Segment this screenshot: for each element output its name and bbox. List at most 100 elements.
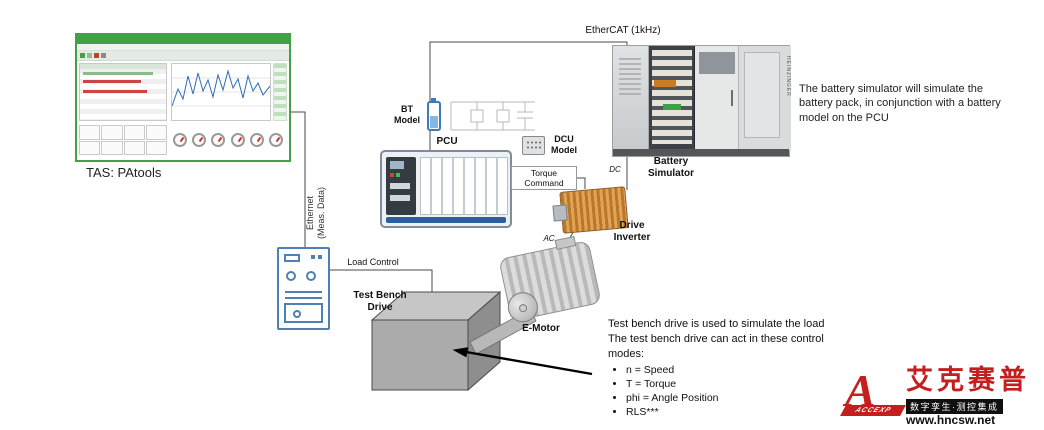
toolbar-chip-icon — [94, 53, 99, 58]
gauge-icon — [211, 133, 226, 147]
table-row-red — [83, 90, 147, 93]
tas-software-window — [75, 33, 291, 162]
ethercat-label: EtherCAT (1kHz) — [585, 25, 661, 36]
gauge-icon — [230, 133, 245, 147]
load-control-line — [330, 269, 433, 294]
gauge-needle — [218, 136, 223, 143]
controller-connector — [390, 195, 410, 201]
gauge-needle — [275, 136, 281, 143]
gauge-icon — [173, 133, 187, 147]
status-led-green — [396, 173, 400, 177]
cabinet-slot — [285, 297, 322, 299]
module-orange — [654, 80, 676, 87]
load-control-label: Load Control — [347, 257, 399, 267]
gauge-needle — [237, 136, 242, 143]
tas-right-panel — [273, 63, 287, 121]
dcu-model-label: DCU Model — [551, 134, 577, 155]
ethercat-line — [429, 41, 628, 150]
tas-signal-table — [79, 63, 167, 121]
control-mode-item: RLS*** — [626, 405, 858, 419]
table-row-red — [83, 80, 141, 83]
tas-titlebar — [77, 35, 289, 44]
torque-command-label: Torque Command — [511, 166, 577, 191]
controller-screen — [390, 161, 404, 169]
gauge-needle — [179, 136, 185, 143]
door-handle — [731, 90, 733, 106]
tas-toolbar — [77, 51, 289, 61]
ethernet-label: Ethernet (Meas. Data) — [305, 187, 326, 240]
rc-circuit-icon — [450, 101, 535, 131]
brand-tagline: 数字孪生·测控集成 — [906, 399, 1003, 414]
test-bench-note-line1: Test bench drive is used to simulate the… — [608, 318, 825, 330]
pcu-card-slots — [420, 157, 508, 215]
battery-model-circuit-sketch — [447, 86, 539, 144]
thumbnail-cell — [101, 140, 123, 155]
thumbnail-cell — [79, 140, 101, 155]
thumbnail-cell — [145, 140, 167, 155]
cabinet-plinth — [613, 149, 789, 156]
control-mode-item: n = Speed — [626, 363, 858, 377]
brand-text: HEINZINGER — [785, 56, 791, 97]
cabinet-display — [284, 254, 300, 262]
thumbnail-cell — [145, 125, 167, 140]
tas-waveform-chart — [171, 63, 271, 121]
gauge-needle — [256, 136, 262, 143]
thumbnail-cell — [123, 140, 145, 155]
pointer-arrow-head — [452, 347, 469, 358]
gauge-icon — [192, 133, 207, 147]
battery-simulator-cabinets: HEINZINGER — [612, 45, 791, 157]
cabinet-section-door — [695, 46, 739, 151]
table-header-strip — [80, 64, 166, 69]
test-bench-note: Test bench drive is used to simulate the… — [608, 317, 858, 419]
control-mode-item: phi = Angle Position — [626, 391, 858, 405]
module-stack — [652, 50, 692, 144]
accexp-logo-swoosh: ACCEXP — [840, 405, 906, 416]
dc-label: DC — [609, 165, 621, 174]
cabinet-button — [311, 255, 315, 259]
door-top-band — [699, 52, 735, 74]
cabinet-section-right: HEINZINGER — [739, 46, 791, 151]
tas-gauge-row — [171, 125, 285, 155]
toolbar-chip-icon — [87, 53, 92, 58]
inverter-connector — [552, 204, 568, 222]
pcu-chassis — [380, 150, 512, 228]
control-mode-item: T = Torque — [626, 377, 858, 391]
thumbnail-cell — [101, 125, 123, 140]
battery-simulator-note: The battery simulator will simulate the … — [799, 83, 1001, 124]
pcu-controller-module — [386, 157, 416, 215]
waveform-trace — [171, 69, 271, 107]
cabinet-slot — [285, 291, 322, 293]
control-modes-list: n = Speed T = Torque phi = Angle Positio… — [626, 363, 858, 420]
gauge-needle — [198, 136, 204, 143]
pointer-arrow — [452, 347, 593, 376]
box-front-face — [371, 319, 469, 391]
connector-pins — [526, 140, 541, 151]
pcu-label: PCU — [436, 136, 458, 147]
ethernet-line — [291, 111, 306, 247]
cabinet-section-vented — [613, 46, 649, 151]
brand-website: www.hncsw.net — [906, 413, 996, 427]
cabinet-lower-panel — [284, 303, 323, 323]
cabinet-door — [744, 52, 780, 138]
toolbar-chip-icon — [101, 53, 106, 58]
pointer-arrow-line — [465, 350, 593, 376]
ac-label: AC — [543, 234, 555, 243]
thumbnail-cell — [123, 125, 145, 140]
tas-caption: TAS: PAtools — [86, 165, 162, 180]
battery-simulator-label: Battery Simulator — [647, 156, 695, 179]
dsub-connector-icon — [522, 136, 545, 155]
bt-model-label: BT Model — [394, 104, 420, 125]
table-row-green — [83, 72, 153, 75]
cabinet-button — [318, 255, 322, 259]
battery-charge-level — [430, 116, 438, 128]
test-bench-drive-label: Test Bench Drive — [353, 290, 407, 313]
status-led-red — [390, 173, 394, 177]
waveform-plot — [171, 69, 271, 107]
cabinet-knob — [286, 271, 296, 281]
pcu-base-strip — [386, 217, 506, 223]
toolbar-chip-icon — [80, 53, 85, 58]
gauge-icon — [249, 133, 264, 147]
e-motor-label: E-Motor — [522, 323, 560, 334]
